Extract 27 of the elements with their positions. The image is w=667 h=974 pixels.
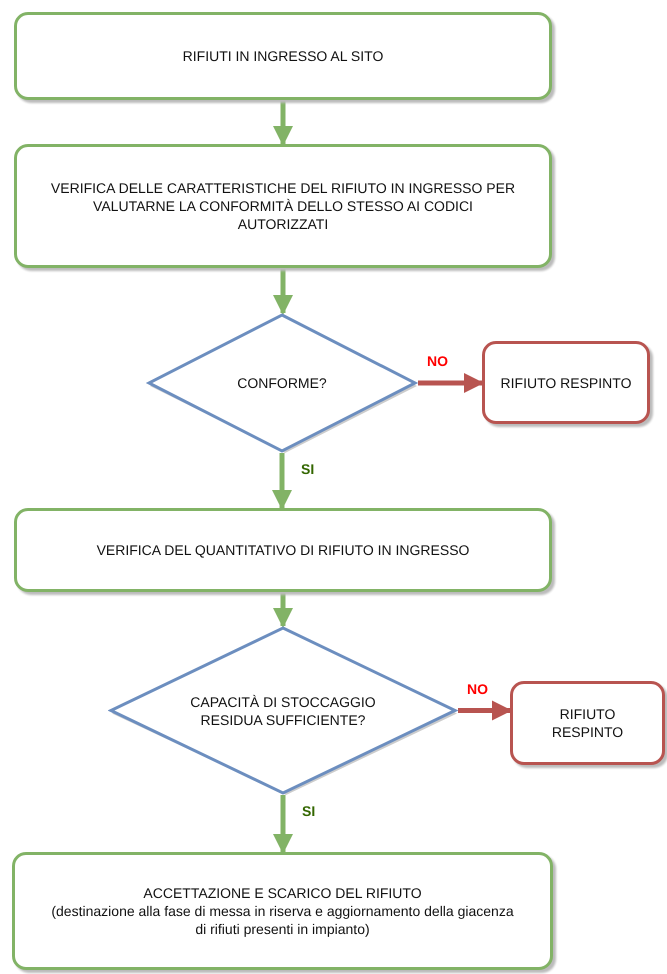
- step-text: RIFIUTI IN INGRESSO AL SITO: [182, 47, 384, 65]
- decision-question: CONFORME?: [236, 374, 328, 392]
- step-text: (destinazione alla fase di messa in riserva e aggiornamento della giacenza di rifiuti presenti in impianto): [50, 902, 515, 938]
- step-text: VERIFICA DEL QUANTITATIVO DI RIFIUTO IN INGRESSO: [96, 541, 470, 559]
- process-box: [14, 12, 552, 100]
- edge-label: NO: [426, 353, 449, 369]
- arrow: [272, 453, 292, 510]
- rejected-box: [482, 341, 650, 424]
- process-box: [12, 852, 553, 970]
- arrow: [273, 795, 293, 854]
- edge-label: SI: [301, 803, 316, 819]
- step-text: VERIFICA DELLE CARATTERISTICHE DEL RIFIUTO IN INGRESSO PER VALUTARNE LA CONFORMITÀ DELLO STESSO AI CODICI AUTORIZZATI: [50, 179, 516, 233]
- step-text: RIFIUTO RESPINTO: [500, 374, 632, 392]
- process-box: [14, 144, 552, 268]
- step-text: RIFIUTO RESPINTO: [550, 705, 624, 741]
- arrow: [458, 700, 512, 720]
- arrow: [273, 268, 293, 315]
- decision-diamond: [146, 313, 418, 453]
- arrow: [273, 592, 293, 628]
- decision-question: CAPACITÀ DI STOCCAGGIO RESIDUA SUFFICIENTE?: [189, 692, 377, 728]
- step-text: ACCETTAZIONE E SCARICO DEL RIFIUTO: [143, 884, 422, 902]
- decision-diamond: [108, 626, 458, 795]
- arrow: [273, 100, 293, 146]
- process-box: [14, 508, 552, 592]
- rejected-box: [510, 681, 665, 765]
- edge-label: SI: [300, 461, 316, 477]
- arrow: [418, 373, 484, 393]
